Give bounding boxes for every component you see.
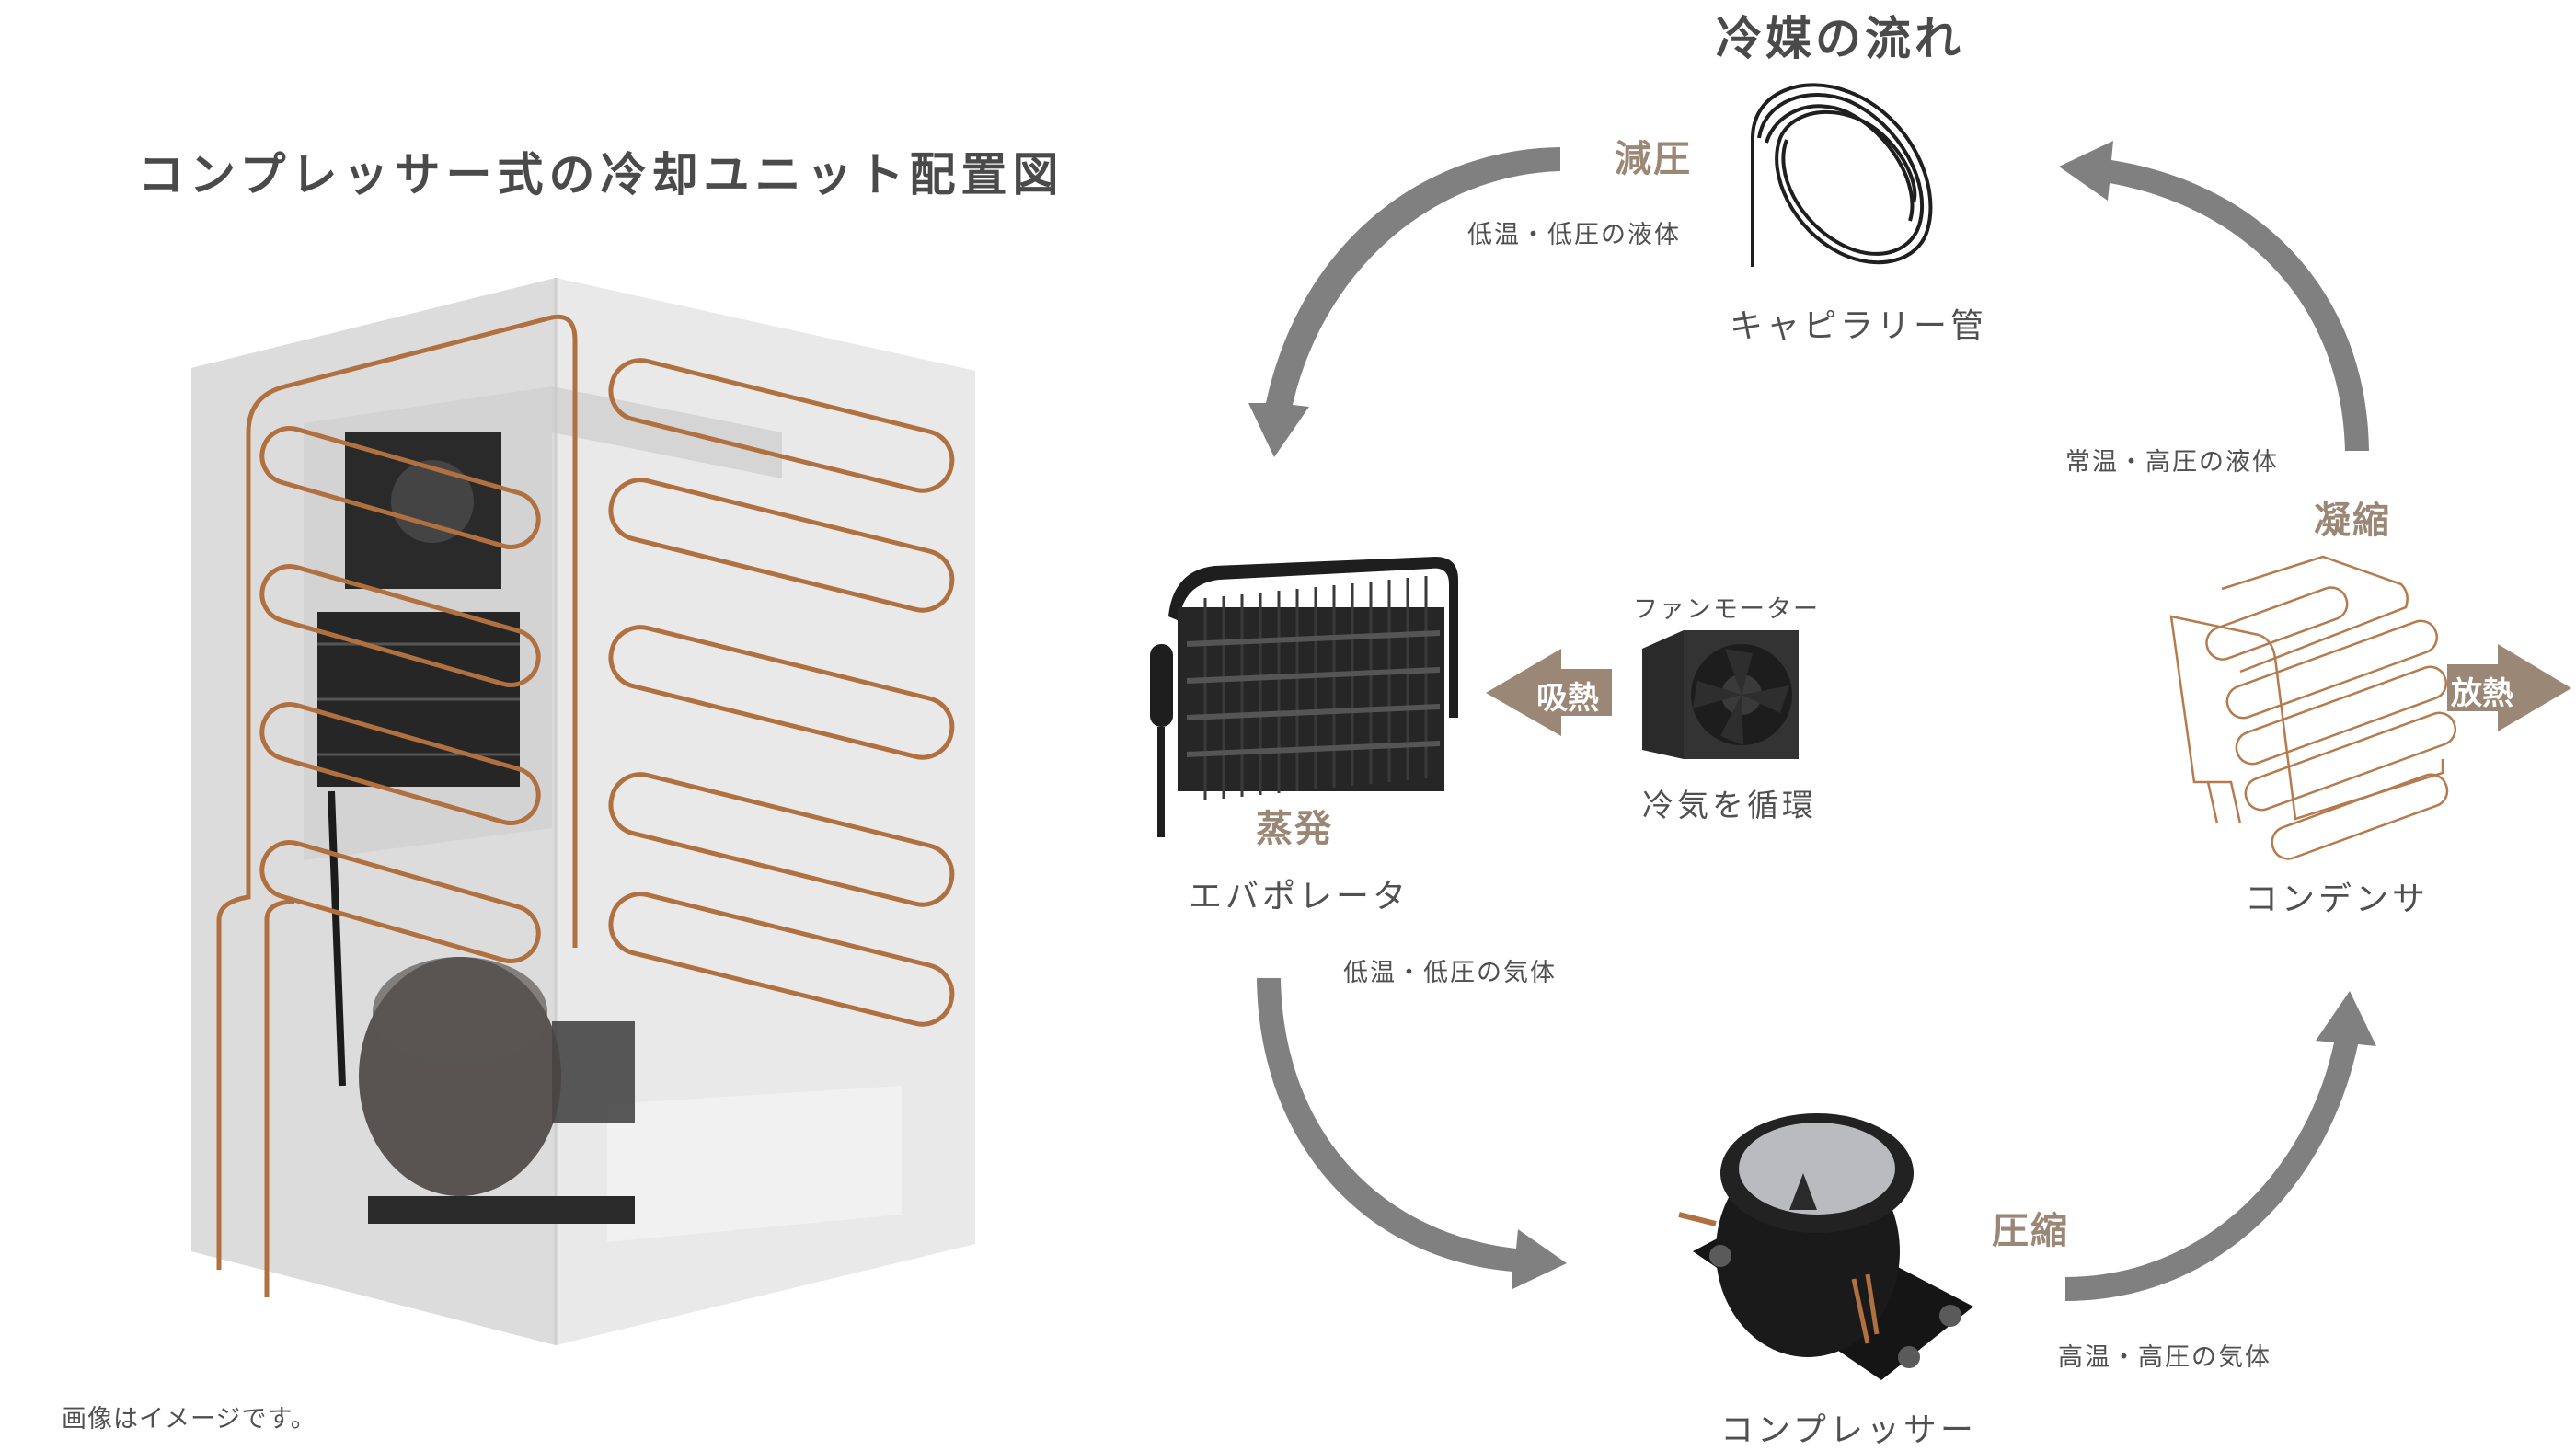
capillary-tube-icon (1751, 83, 1933, 267)
disclaimer-note: 画像はイメージです。 (62, 1405, 316, 1434)
flow-arrow-condensation (2059, 141, 2369, 451)
refrigerator-illustration (191, 278, 975, 1345)
state-low-temp-low-pressure-liquid: 低温・低圧の液体 (1467, 221, 1681, 249)
compressor-label: コンプレッサー (1720, 1411, 1977, 1449)
process-decompression: 減圧 (1615, 138, 1692, 180)
condenser-label: コンデンサ (2245, 881, 2430, 918)
process-evaporation: 蒸発 (1256, 808, 1333, 850)
flow-arrow-suction (1257, 978, 1567, 1289)
fan-caption: 冷気を循環 (1642, 788, 1817, 824)
arrow-right-icon (2447, 644, 2571, 731)
compressor-icon (1678, 1113, 1973, 1380)
process-condensation: 凝縮 (2314, 500, 2391, 542)
heat-release-arrow: 放熱 (2447, 644, 2576, 731)
evaporator-label: エバポレータ (1189, 878, 1410, 916)
state-normal-temp-high-pressure-liquid: 常温・高圧の液体 (2065, 448, 2279, 477)
heat-absorb-label: 吸熱 (1536, 680, 1599, 717)
capillary-label: キャピラリー管 (1730, 307, 1988, 345)
process-compression: 圧縮 (1992, 1210, 2069, 1252)
heat-release-label: 放熱 (2451, 675, 2513, 712)
state-high-temp-high-pressure-gas: 高温・高圧の気体 (2058, 1343, 2271, 1372)
state-low-temp-low-pressure-gas: 低温・低圧の気体 (1343, 959, 1557, 987)
fan-motor-icon (1642, 630, 1799, 759)
condenser-coil-icon (2169, 555, 2457, 860)
heat-absorb-arrow: 吸熱 (1486, 649, 1615, 736)
flow-title: 冷媒の流れ (1716, 12, 1964, 65)
flow-arrow-compression (2065, 991, 2376, 1301)
suction-line (328, 790, 346, 1087)
evaporator-icon (1150, 557, 1458, 837)
arrow-left-icon (1486, 649, 1612, 736)
condenser-pipes (216, 314, 955, 1297)
fan-motor-label: ファンモーター (1633, 595, 1820, 624)
internal-compressor (359, 957, 635, 1224)
internal-fan (345, 432, 501, 589)
layout-title: コンプレッサー式の冷却ユニット配置図 (138, 148, 1064, 202)
flow-arrow-decompression (1248, 147, 1560, 457)
